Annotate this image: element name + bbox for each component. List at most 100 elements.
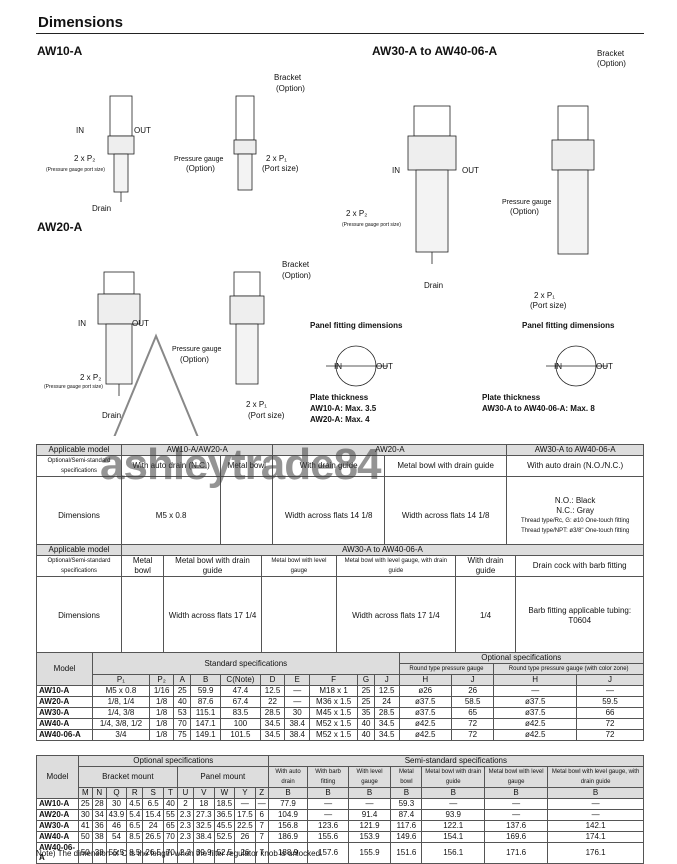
table-cell: M18 x 1 [309, 685, 359, 697]
table-cell: 59.3 [390, 798, 423, 810]
note-thread1: Thread type/Rc, G: ø10 One-touch fitting [520, 517, 630, 524]
round-color-header: Round type pressure gauge (with color zo… [493, 663, 644, 675]
table-cell: 176.1 [547, 842, 644, 864]
table-cell: B [267, 787, 309, 799]
table-cell: 36.5 [213, 809, 236, 821]
svg-text:2 x P₂: 2 x P₂ [74, 154, 95, 163]
table-cell: 43.9 [105, 809, 128, 821]
svg-text:Drain: Drain [424, 281, 443, 290]
svg-text:(Option): (Option) [276, 84, 305, 93]
table-cell: 93.9 [421, 809, 485, 821]
table-cell: — [307, 809, 349, 821]
table-cell: 6.5 [126, 820, 144, 832]
table-cell: F [309, 674, 359, 686]
svg-text:Drain: Drain [92, 204, 111, 213]
table-cell: 34.5 [373, 718, 400, 730]
table-cell: B [307, 787, 349, 799]
model-header: Model [35, 652, 94, 686]
svg-text:Drain: Drain [102, 411, 121, 420]
aw10-body [109, 95, 133, 137]
col-header: With drain guide [454, 555, 517, 577]
table-cell: 26 [234, 831, 256, 843]
table-cell: G [357, 674, 375, 686]
semi-col: Metal bowl [390, 766, 423, 788]
table-cell: 25 [357, 685, 375, 697]
model-header: AW30-A to AW40-06-A [121, 544, 644, 556]
table-cell: 36 [91, 820, 107, 832]
table-cell: 6.5 [142, 798, 164, 810]
optional-spec-table: Model Optional specifications Semi-stand… [36, 755, 645, 864]
table-cell: 2.3 [176, 842, 194, 864]
table-cell: 4.5 [126, 798, 144, 810]
table-cell: B [547, 787, 644, 799]
table-cell: 28.5 [259, 707, 286, 719]
table-cell: — [576, 685, 644, 697]
svg-text:Pressure gauge: Pressure gauge [172, 346, 222, 353]
table-cell: M45 x 1.5 [309, 707, 359, 719]
svg-text:(Option): (Option) [510, 207, 539, 216]
table-cell: 38 [91, 831, 107, 843]
table-cell: J [450, 674, 495, 686]
table-cell: 7 [254, 820, 269, 832]
svg-text:Pressure gauge: Pressure gauge [502, 199, 552, 206]
table-cell: U [176, 787, 194, 799]
svg-text:OUT: OUT [134, 126, 151, 135]
table-cell: R [126, 787, 144, 799]
table-cell: 149.1 [190, 729, 222, 741]
section-aw20: AW20-A [37, 220, 83, 234]
cell-drawing [220, 476, 274, 555]
table-cell: 153.9 [347, 831, 392, 843]
table-cell: P₂ [148, 674, 175, 686]
table-cell: 34.5 [259, 729, 286, 741]
table-cell: 26.5 [142, 831, 164, 843]
table-cell: ø42.5 [398, 718, 452, 730]
note-thread2: Thread type/NPT: ø3/8" One-touch fitting [521, 527, 630, 534]
table-cell: 186.9 [267, 831, 309, 843]
table-cell: B [390, 787, 423, 799]
table-cell: — [347, 798, 392, 810]
table-cell: — [421, 798, 485, 810]
table-cell: ø42.5 [493, 729, 578, 741]
table-cell: D [259, 674, 286, 686]
note-wf14b: Width across flats 14 [401, 510, 477, 520]
table-cell: 137.6 [483, 820, 549, 832]
table-cell: AW40-06-A [35, 729, 94, 741]
cell-drawing: M5 x 0.8 [120, 476, 222, 555]
table-cell: 1/16 [148, 685, 175, 697]
table-cell: 72 [576, 729, 644, 741]
section-aw30: AW30-A to AW40-06-A [372, 44, 498, 58]
opt-header: Optional specifications [77, 755, 269, 767]
table-cell: 169.6 [483, 831, 549, 843]
svg-text:AW10-A: Max. 3.5: AW10-A: Max. 3.5 [310, 404, 377, 413]
cell-drawing: Barb fitting applicable tubing: T0604 [515, 576, 644, 655]
table-cell: 155.9 [347, 842, 392, 864]
svg-text:Pressure gauge: Pressure gauge [174, 156, 224, 163]
table-cell: ø37.5 [493, 707, 578, 719]
table-cell: 87.6 [190, 696, 222, 708]
col-header: Metal bowl with level gauge [260, 555, 338, 577]
table-cell: 35 [357, 707, 375, 719]
note-no: N.O.: Black [554, 495, 596, 505]
table-cell: M5 x 0.8 [92, 685, 150, 697]
options-table-small: Applicable model AW10-A/AW20-A AW20-A AW… [36, 444, 644, 555]
table-cell: 123.6 [307, 820, 349, 832]
table-cell: 1/8 [148, 696, 175, 708]
table-cell: 18.5 [213, 798, 236, 810]
opt-header: Optional specifications [398, 652, 645, 664]
note-q3: 1/4 [479, 610, 492, 620]
table-cell: — [493, 685, 578, 697]
table-cell: 100 [220, 718, 261, 730]
note-q1: 1/4 [245, 610, 257, 620]
table-cell: 26 [450, 685, 495, 697]
table-cell: 2.3 [176, 809, 194, 821]
table-cell: Q [105, 787, 128, 799]
round-header: Round type pressure gauge [398, 663, 495, 675]
bracket-header: Bracket mount [77, 766, 178, 788]
svg-text:(Pressure gauge port size): (Pressure gauge port size) [46, 167, 105, 173]
